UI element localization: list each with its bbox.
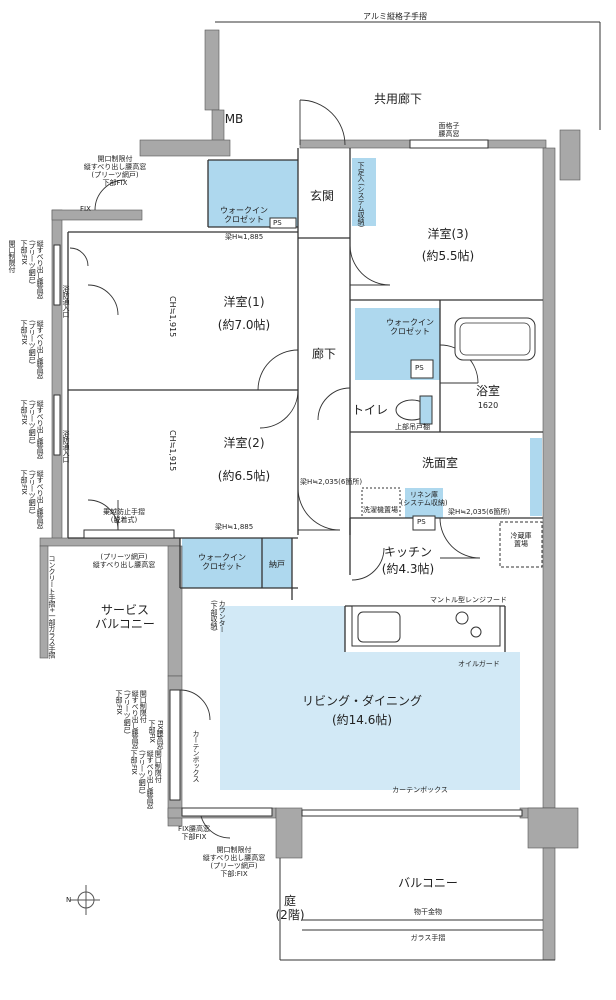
lower-left-1: 開口制限付 縦すべり出し腰高窓 (プリーツ網戸) 下部:FIX [115,690,148,749]
anti-crime-label: 乗越防止手摺 (脱着式) [103,508,145,525]
fridge-label: 冷蔵庫 置場 [510,532,532,549]
lower-left-2: FIX腰高窓 下部FIX [148,720,165,749]
room1-name: 洋室(1) [223,295,265,309]
screen-window-label: (プリーツ網戸) 縦すべり出し腰高窓 [92,553,156,570]
left-win-2: 開口制限付 [8,240,17,273]
wic-top-fill2 [240,160,298,198]
curtain-box-v: カーテンボックス [192,730,201,782]
room1-ch: CH≒1,915 [168,296,178,338]
ps-mid: PS [415,364,424,372]
laundry-hanger-label: 物干金物 [414,908,442,916]
wall-top-right [487,139,547,149]
balc-right [542,847,556,961]
lattice-label: 面格子 腰高窓 [438,122,460,139]
room3-size: (約5.5帖) [421,249,475,263]
beam-1885-b: 梁H≒1,885 [215,523,254,531]
ps-top: PS [273,219,282,227]
sb-left-wall [39,545,49,659]
bottom-fix-label: FIX腰高窓 下部FIX [178,825,210,842]
linen-fill [405,488,443,518]
wic-bottom-label: ウォークイン クロゼット [198,553,246,572]
left-win-1d: 縦すべり出し腰高窓 (プリーツ網戸) 下部:FIX [20,470,45,529]
left-win-1b: 縦すべり出し腰高窓 (プリーツ網戸) 下部:FIX [20,320,45,379]
toilet-label: トイレ [352,403,389,417]
left-vent-1: 浴防通入口 [62,285,71,318]
storeroom-fill [262,538,292,588]
garden-label: 庭 (2階) [275,894,305,922]
kitchen-size: (約4.3帖) [381,562,435,576]
ldk-name: リビング・ダイニング [301,694,423,708]
wall-top-corr [299,139,411,149]
wic-bottom-fill [182,538,262,588]
wic-top-label: ウォークイン クロゼット [220,206,268,225]
shoe-fill [352,158,376,226]
curtain-box-h: カーテンボックス [392,786,448,794]
top-rail-label: アルミ縦格子手摺 [363,12,427,21]
wall-left-top-h [51,209,143,221]
wall-top-left [139,139,231,157]
beam-1885-a: 梁H≒1,885 [225,233,264,241]
beam-2035-a: 梁H≒2,035(6箇所) [300,478,363,486]
room3-name: 洋室(3) [427,227,469,241]
bath-name: 浴室 [475,384,501,398]
wall-right [542,147,556,809]
hallway-label: 廊下 [311,347,337,361]
wall-right-top [559,129,581,181]
oil-guard-label: オイルガード [458,660,500,668]
upper-cabinet-label: 上部吊戸棚 [395,423,430,431]
storeroom-label: 納戸 [269,560,285,569]
pillar-bottom-right [527,807,579,849]
room1-size: (約7.0帖) [217,318,271,332]
range-hood-label: マントル型レンジフード [430,596,507,604]
left-vent-2: 浴防通入口 [62,430,71,463]
room2-size: (約6.5帖) [217,469,271,483]
entrance-label: 玄関 [309,189,335,203]
service-balcony-label: サービス バルコニー [95,603,155,631]
left-win-1: 縦すべり出し腰高窓 (プリーツ網戸) 下部:FIX [20,240,45,299]
mb-label: MB [224,112,244,126]
north-mark: N [66,896,72,904]
wash-fill [530,438,542,516]
pillar-bottom-left [275,807,303,859]
ldk-floor [220,606,520,790]
wall-left-bottom [39,537,181,547]
washer-label: 洗濯機置場 [363,506,398,514]
kitchen-name: キッチン [383,545,433,559]
glass-rail-label: ガラス手摺 [410,934,446,942]
washroom-label: 洗面室 [421,456,459,470]
fix-label: FIX [80,205,91,213]
shoe-storage-label: 下足入 (システム収納) [357,162,366,227]
room2-name: 洋室(2) [223,436,265,450]
beam-2035-b: 梁H≒2,035(6箇所) [448,508,511,516]
bottom-win-label: 開口制限付 縦すべり出し腰高窓 (プリーツ網戸) 下部:FIX [202,846,266,879]
open-limit-top: 開口制限付 縦すべり出し腰高窓 (プリーツ網戸) 下部FIX [83,155,147,188]
left-win-1c: 縦すべり出し腰高窓 (プリーツ網戸) 下部:FIX [20,400,45,459]
room2-ch: CH≒1,915 [168,430,178,472]
ldk-size: (約14.6帖) [331,713,393,727]
linen-label: リネン庫 (システム収納) [400,491,448,508]
wall-left-top [204,29,220,111]
counter-label: カウンター (下部収納) [210,600,227,633]
wic-mid-label: ウォークイン クロゼット [386,318,434,337]
corridor-label: 共用廊下 [373,92,423,106]
lower-left-3: 開口制限付 縦すべり出し腰高窓 (プリーツ網戸) 下部:FIX [130,750,163,809]
concrete-rail-label: コンクリート手摺+一部ガラス手摺 [48,555,57,658]
bath-size: 1620 [477,401,499,410]
ps-bottom: PS [417,518,426,526]
balcony-label: バルコニー [398,876,458,890]
